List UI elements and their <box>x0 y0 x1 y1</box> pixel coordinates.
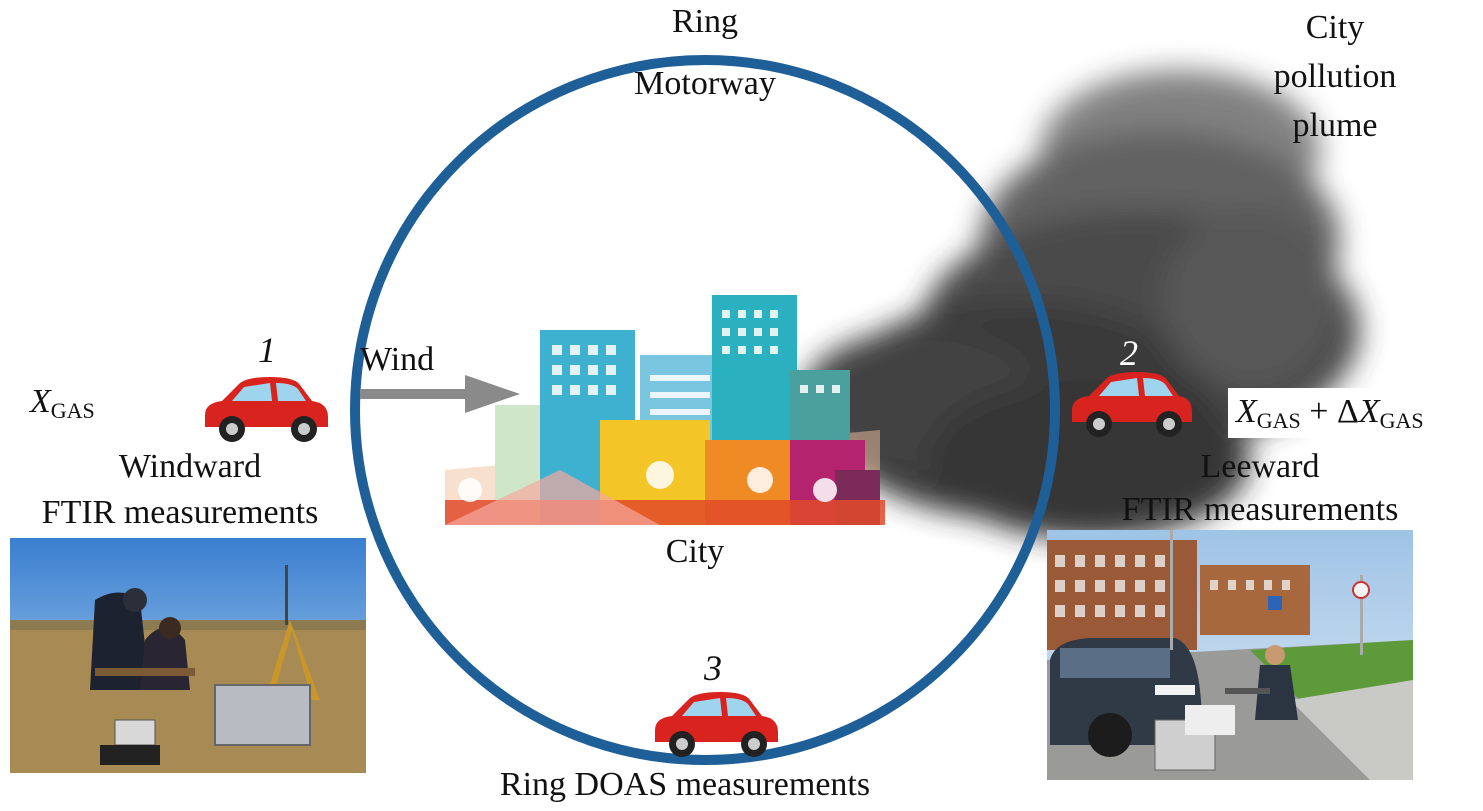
car-3-icon <box>655 692 778 757</box>
car-1-icon <box>205 377 328 442</box>
leeward-formula-bg <box>1228 388 1483 438</box>
leeward-photo <box>1047 530 1413 780</box>
leeward-gas-formula: XGAS + ΔXGAS <box>1236 393 1424 433</box>
windward-label-line-1: Windward <box>118 448 262 485</box>
city-illustration <box>445 295 885 525</box>
windward-label-line-2: FTIR measurements <box>41 494 319 531</box>
ring-label-line-1: Ring <box>671 3 739 40</box>
plume-label-line-1: City <box>1305 9 1365 46</box>
leeward-label-line-1: Leeward <box>1200 448 1320 485</box>
point-3-label: 3 <box>704 648 722 688</box>
windward-photo <box>10 538 366 773</box>
wind-label: Wind <box>360 341 435 378</box>
wind-arrow <box>360 375 520 413</box>
pollution-plume <box>800 70 1360 540</box>
plume-label-line-2: pollution <box>1273 58 1397 95</box>
point-2-label: 2 <box>1120 333 1138 373</box>
car-2-icon <box>1072 372 1192 437</box>
ring-motorway <box>350 55 1060 765</box>
ring-label-line-2: Motorway <box>634 65 776 102</box>
city-label: City <box>665 533 725 570</box>
ring-doas-label: Ring DOAS measurements <box>499 766 871 803</box>
point-1-label: 1 <box>258 330 276 370</box>
leeward-label-line-2: FTIR measurements <box>1121 491 1399 528</box>
windward-gas-variable: XGAS <box>30 383 95 423</box>
plume-label-line-3: plume <box>1292 107 1378 144</box>
